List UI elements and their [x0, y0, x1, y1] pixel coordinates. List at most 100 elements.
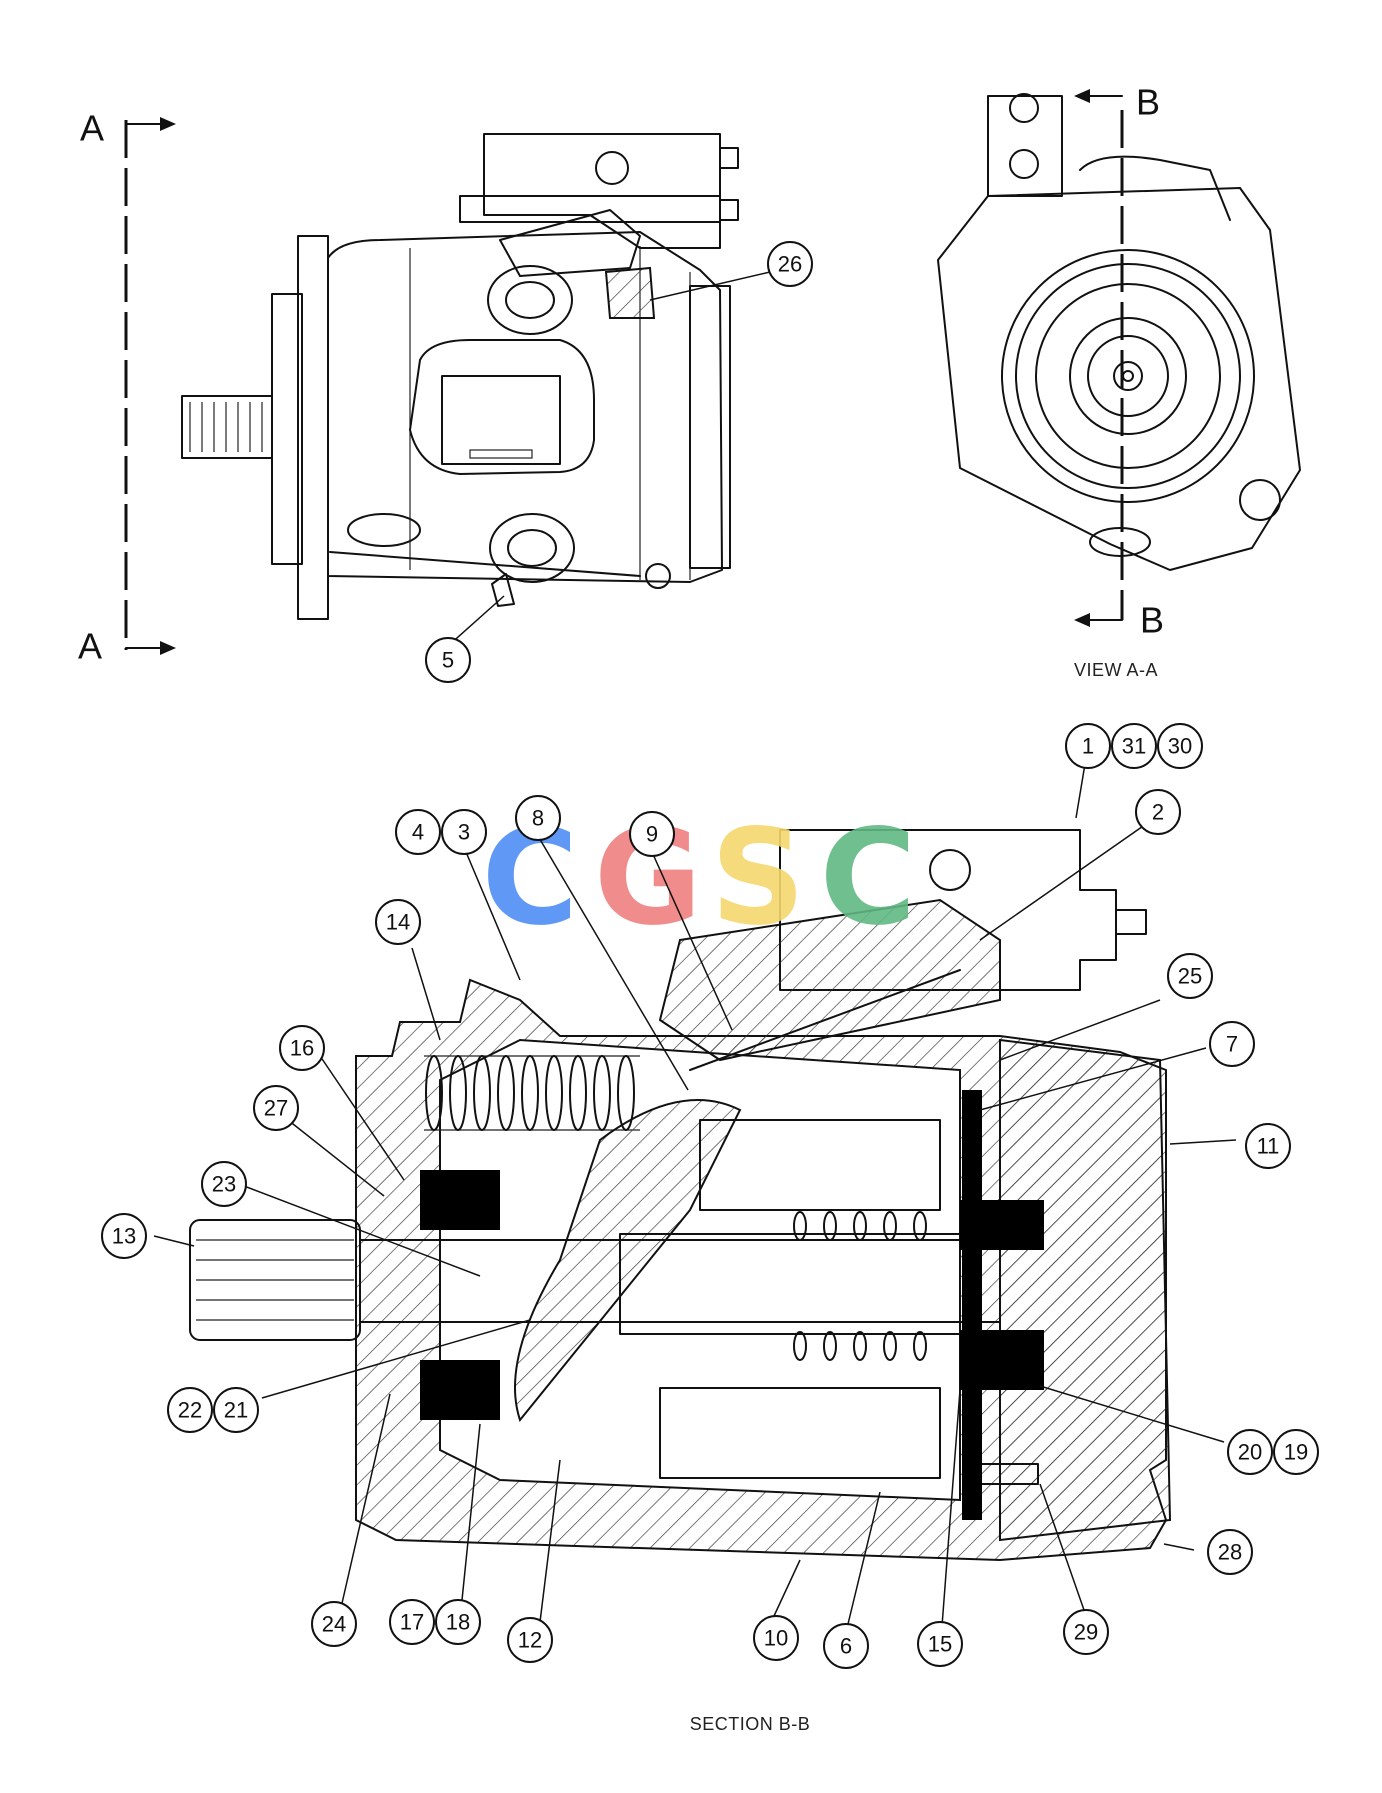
callout-1: 1	[1065, 723, 1111, 769]
svg-text:2: 2	[1152, 800, 1164, 825]
callout-23: 23	[201, 1161, 247, 1207]
callout-14: 14	[375, 899, 421, 945]
callout-8: 8	[515, 795, 561, 841]
callout-18: 18	[435, 1599, 481, 1645]
svg-text:13: 13	[112, 1224, 136, 1249]
svg-text:29: 29	[1074, 1620, 1098, 1645]
callout-9: 9	[629, 811, 675, 857]
svg-text:24: 24	[322, 1612, 346, 1637]
section-mark-a-top: A	[80, 108, 104, 149]
callout-10: 10	[753, 1615, 799, 1661]
callout-15: 15	[917, 1621, 963, 1667]
section-mark-b-top: B	[1136, 82, 1160, 123]
callout-21: 21	[213, 1387, 259, 1433]
view-a-a: B B VIEW A-A	[937, 82, 1301, 680]
svg-text:21: 21	[224, 1398, 248, 1423]
side-shaft	[181, 395, 273, 459]
view-outer-ring	[1001, 249, 1255, 503]
callout-2: 2	[1135, 789, 1181, 835]
section-mark-b-bottom: B	[1140, 600, 1164, 641]
side-nameplate-boss	[409, 339, 595, 475]
section-mark-a-bottom: A	[78, 626, 102, 667]
svg-text:23: 23	[212, 1172, 236, 1197]
side-flange	[271, 293, 303, 565]
watermark-letter-s: S	[710, 801, 805, 955]
svg-text:10: 10	[764, 1626, 788, 1651]
callout-20: 20	[1227, 1429, 1273, 1475]
part-14-spring	[424, 1055, 640, 1131]
view-a-caption: VIEW A-A	[1074, 660, 1158, 680]
view-housing	[937, 187, 1301, 571]
callout-13: 13	[101, 1213, 147, 1259]
part-9-servo	[658, 898, 1001, 1062]
svg-text:26: 26	[778, 252, 802, 277]
svg-text:12: 12	[518, 1628, 542, 1653]
callout-4: 4	[395, 809, 441, 855]
svg-text:20: 20	[1238, 1440, 1262, 1465]
watermark-letter-c2: C	[820, 801, 917, 955]
callout-27: 27	[253, 1085, 299, 1131]
svg-text:7: 7	[1226, 1032, 1238, 1057]
svg-text:5: 5	[442, 648, 454, 673]
callout-29: 29	[1063, 1609, 1109, 1655]
top-leader-lines	[447, 271, 771, 647]
watermark: C G S C	[482, 801, 917, 955]
svg-text:19: 19	[1284, 1440, 1308, 1465]
callout-25: 25	[1167, 953, 1213, 999]
arrow-a-bottom-head	[160, 641, 176, 655]
svg-text:16: 16	[290, 1036, 314, 1061]
callout-3: 3	[441, 809, 487, 855]
part-16-bearing-front	[420, 1170, 500, 1230]
svg-text:28: 28	[1218, 1540, 1242, 1565]
callout-12: 12	[507, 1617, 553, 1663]
part-6-piston-upper	[699, 1119, 941, 1211]
view-shaft-spline	[1069, 317, 1187, 435]
callout-6: 6	[823, 1623, 869, 1669]
leader-lines	[153, 757, 1237, 1627]
side-endcap	[689, 285, 731, 569]
part-5-plug	[491, 573, 515, 607]
svg-text:9: 9	[646, 822, 658, 847]
part-7-valve-plate	[962, 1090, 982, 1520]
view-valve-body	[987, 95, 1063, 197]
part-12-swashplate	[514, 1099, 742, 1423]
section-shaft	[359, 1239, 1001, 1323]
svg-text:30: 30	[1168, 734, 1192, 759]
section-caption: SECTION B-B	[690, 1714, 811, 1734]
side-housing	[327, 231, 723, 583]
callout-5: 5	[425, 637, 471, 683]
svg-text:18: 18	[446, 1610, 470, 1635]
svg-text:15: 15	[928, 1632, 952, 1657]
svg-text:27: 27	[264, 1096, 288, 1121]
part-15-cylinder-block	[619, 1233, 961, 1335]
port-bottom	[489, 513, 575, 583]
svg-text:6: 6	[840, 1634, 852, 1659]
svg-text:8: 8	[532, 806, 544, 831]
side-control-valve	[483, 133, 721, 249]
svg-text:14: 14	[386, 910, 410, 935]
svg-text:22: 22	[178, 1398, 202, 1423]
callout-16: 16	[279, 1025, 325, 1071]
svg-text:4: 4	[412, 820, 424, 845]
svg-text:11: 11	[1257, 1134, 1280, 1159]
svg-text:25: 25	[1178, 964, 1202, 989]
callouts: 26 5 1 31 30 2 4 3 8 9 14 25 16 7 27 11 …	[101, 241, 1319, 1669]
part-6-piston-lower	[659, 1387, 941, 1479]
callout-22: 22	[167, 1387, 213, 1433]
part-26-plug	[604, 266, 656, 319]
callout-7: 7	[1209, 1021, 1255, 1067]
callout-19: 19	[1273, 1429, 1319, 1475]
port-top	[487, 265, 573, 335]
callout-11: 11	[1245, 1123, 1291, 1169]
part-17-bearing-rear	[420, 1360, 500, 1420]
section-b-b: C G S C	[153, 271, 1237, 1734]
callout-17: 17	[389, 1599, 435, 1645]
callout-30: 30	[1157, 723, 1203, 769]
callout-24: 24	[311, 1601, 357, 1647]
svg-text:1: 1	[1082, 734, 1094, 759]
svg-text:3: 3	[458, 820, 470, 845]
arrow-a-top-head	[160, 117, 176, 131]
svg-text:17: 17	[400, 1610, 424, 1635]
callout-28: 28	[1207, 1529, 1253, 1575]
